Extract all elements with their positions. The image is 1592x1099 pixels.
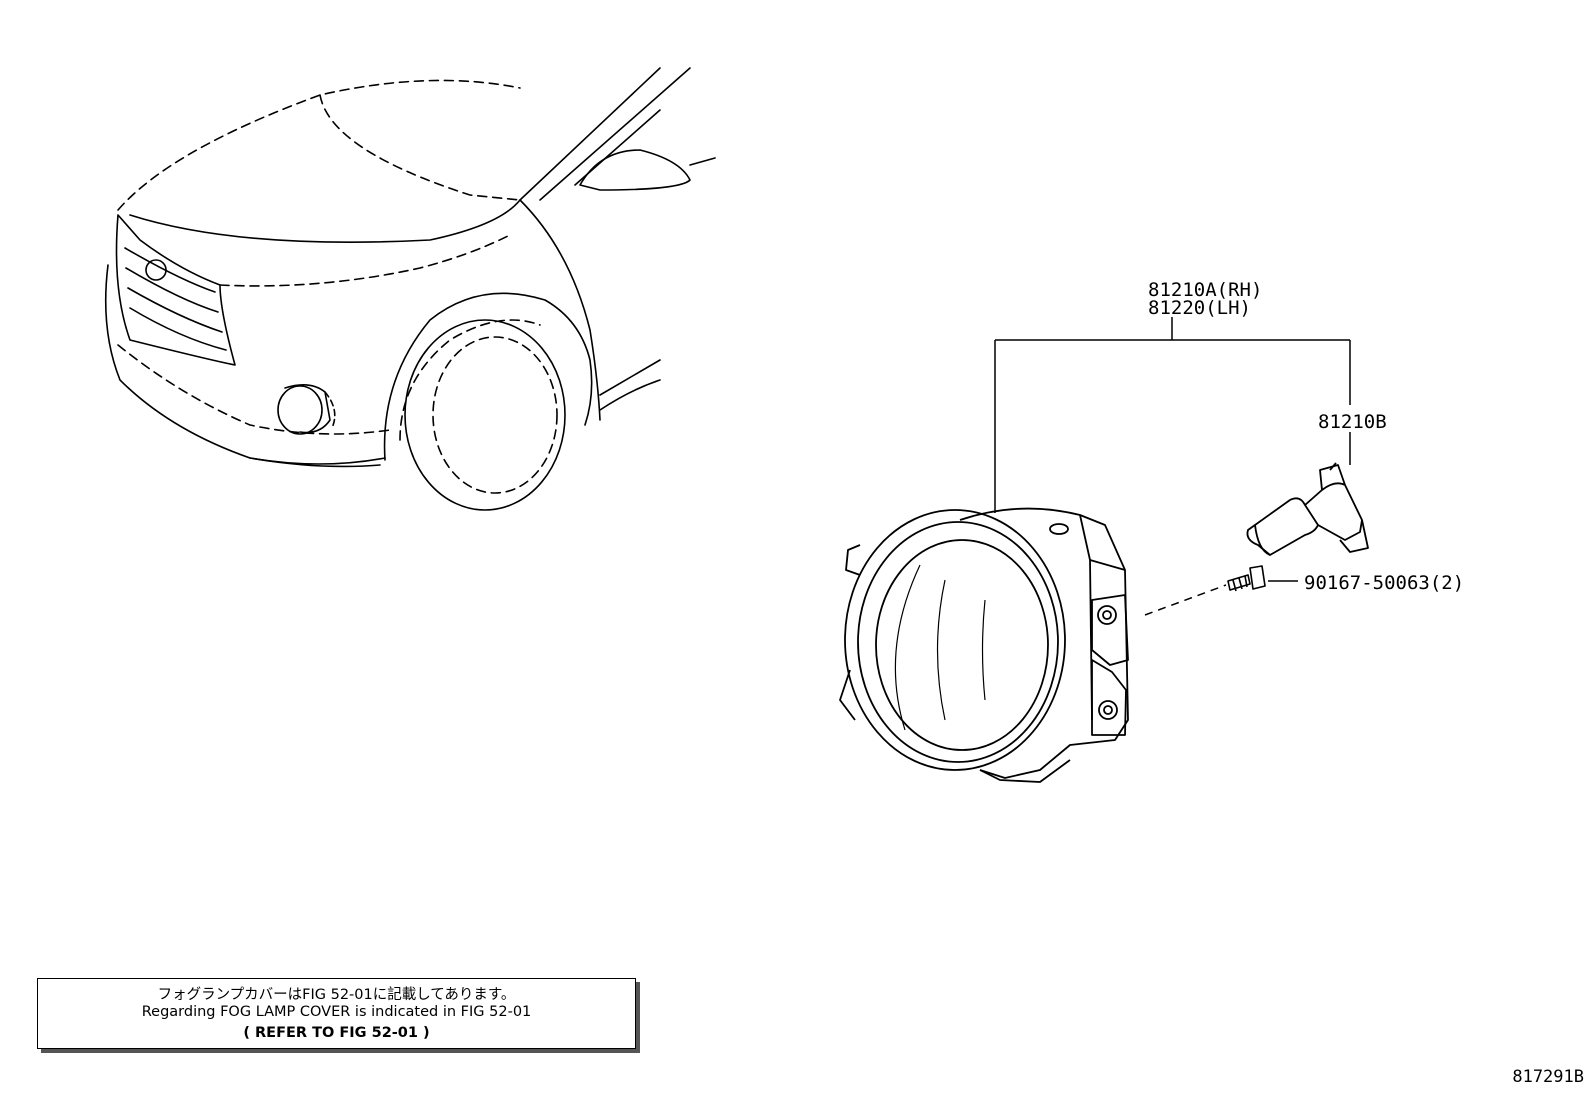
note-line-reference: ( REFER TO FIG 52-01 ) bbox=[243, 1025, 430, 1041]
screw-part bbox=[1227, 565, 1266, 592]
note-line-english: Regarding FOG LAMP COVER is indicated in… bbox=[141, 1004, 532, 1020]
note-line-japanese: フォグランプカバーはFIG 52-01に記載してあります。 bbox=[157, 987, 516, 1003]
part-label-bulb: 81210B bbox=[1318, 411, 1387, 433]
part-label-fog-lamp-rh: 81210A(RH) bbox=[1148, 279, 1263, 301]
vehicle-front-sketch bbox=[104, 67, 716, 511]
reference-note-box: フォグランプカバーはFIG 52-01に記載してあります。 Regarding … bbox=[37, 978, 636, 1049]
leader-lines bbox=[994, 317, 1351, 616]
bulb-part bbox=[1246, 462, 1369, 556]
part-label-fog-lamp-lh: 81220(LH) bbox=[1148, 297, 1251, 319]
figure-id: 817291B bbox=[1512, 1067, 1584, 1087]
fog-lamp-assembly bbox=[839, 507, 1129, 783]
part-label-screw: 90167-50063(2) bbox=[1304, 572, 1465, 594]
